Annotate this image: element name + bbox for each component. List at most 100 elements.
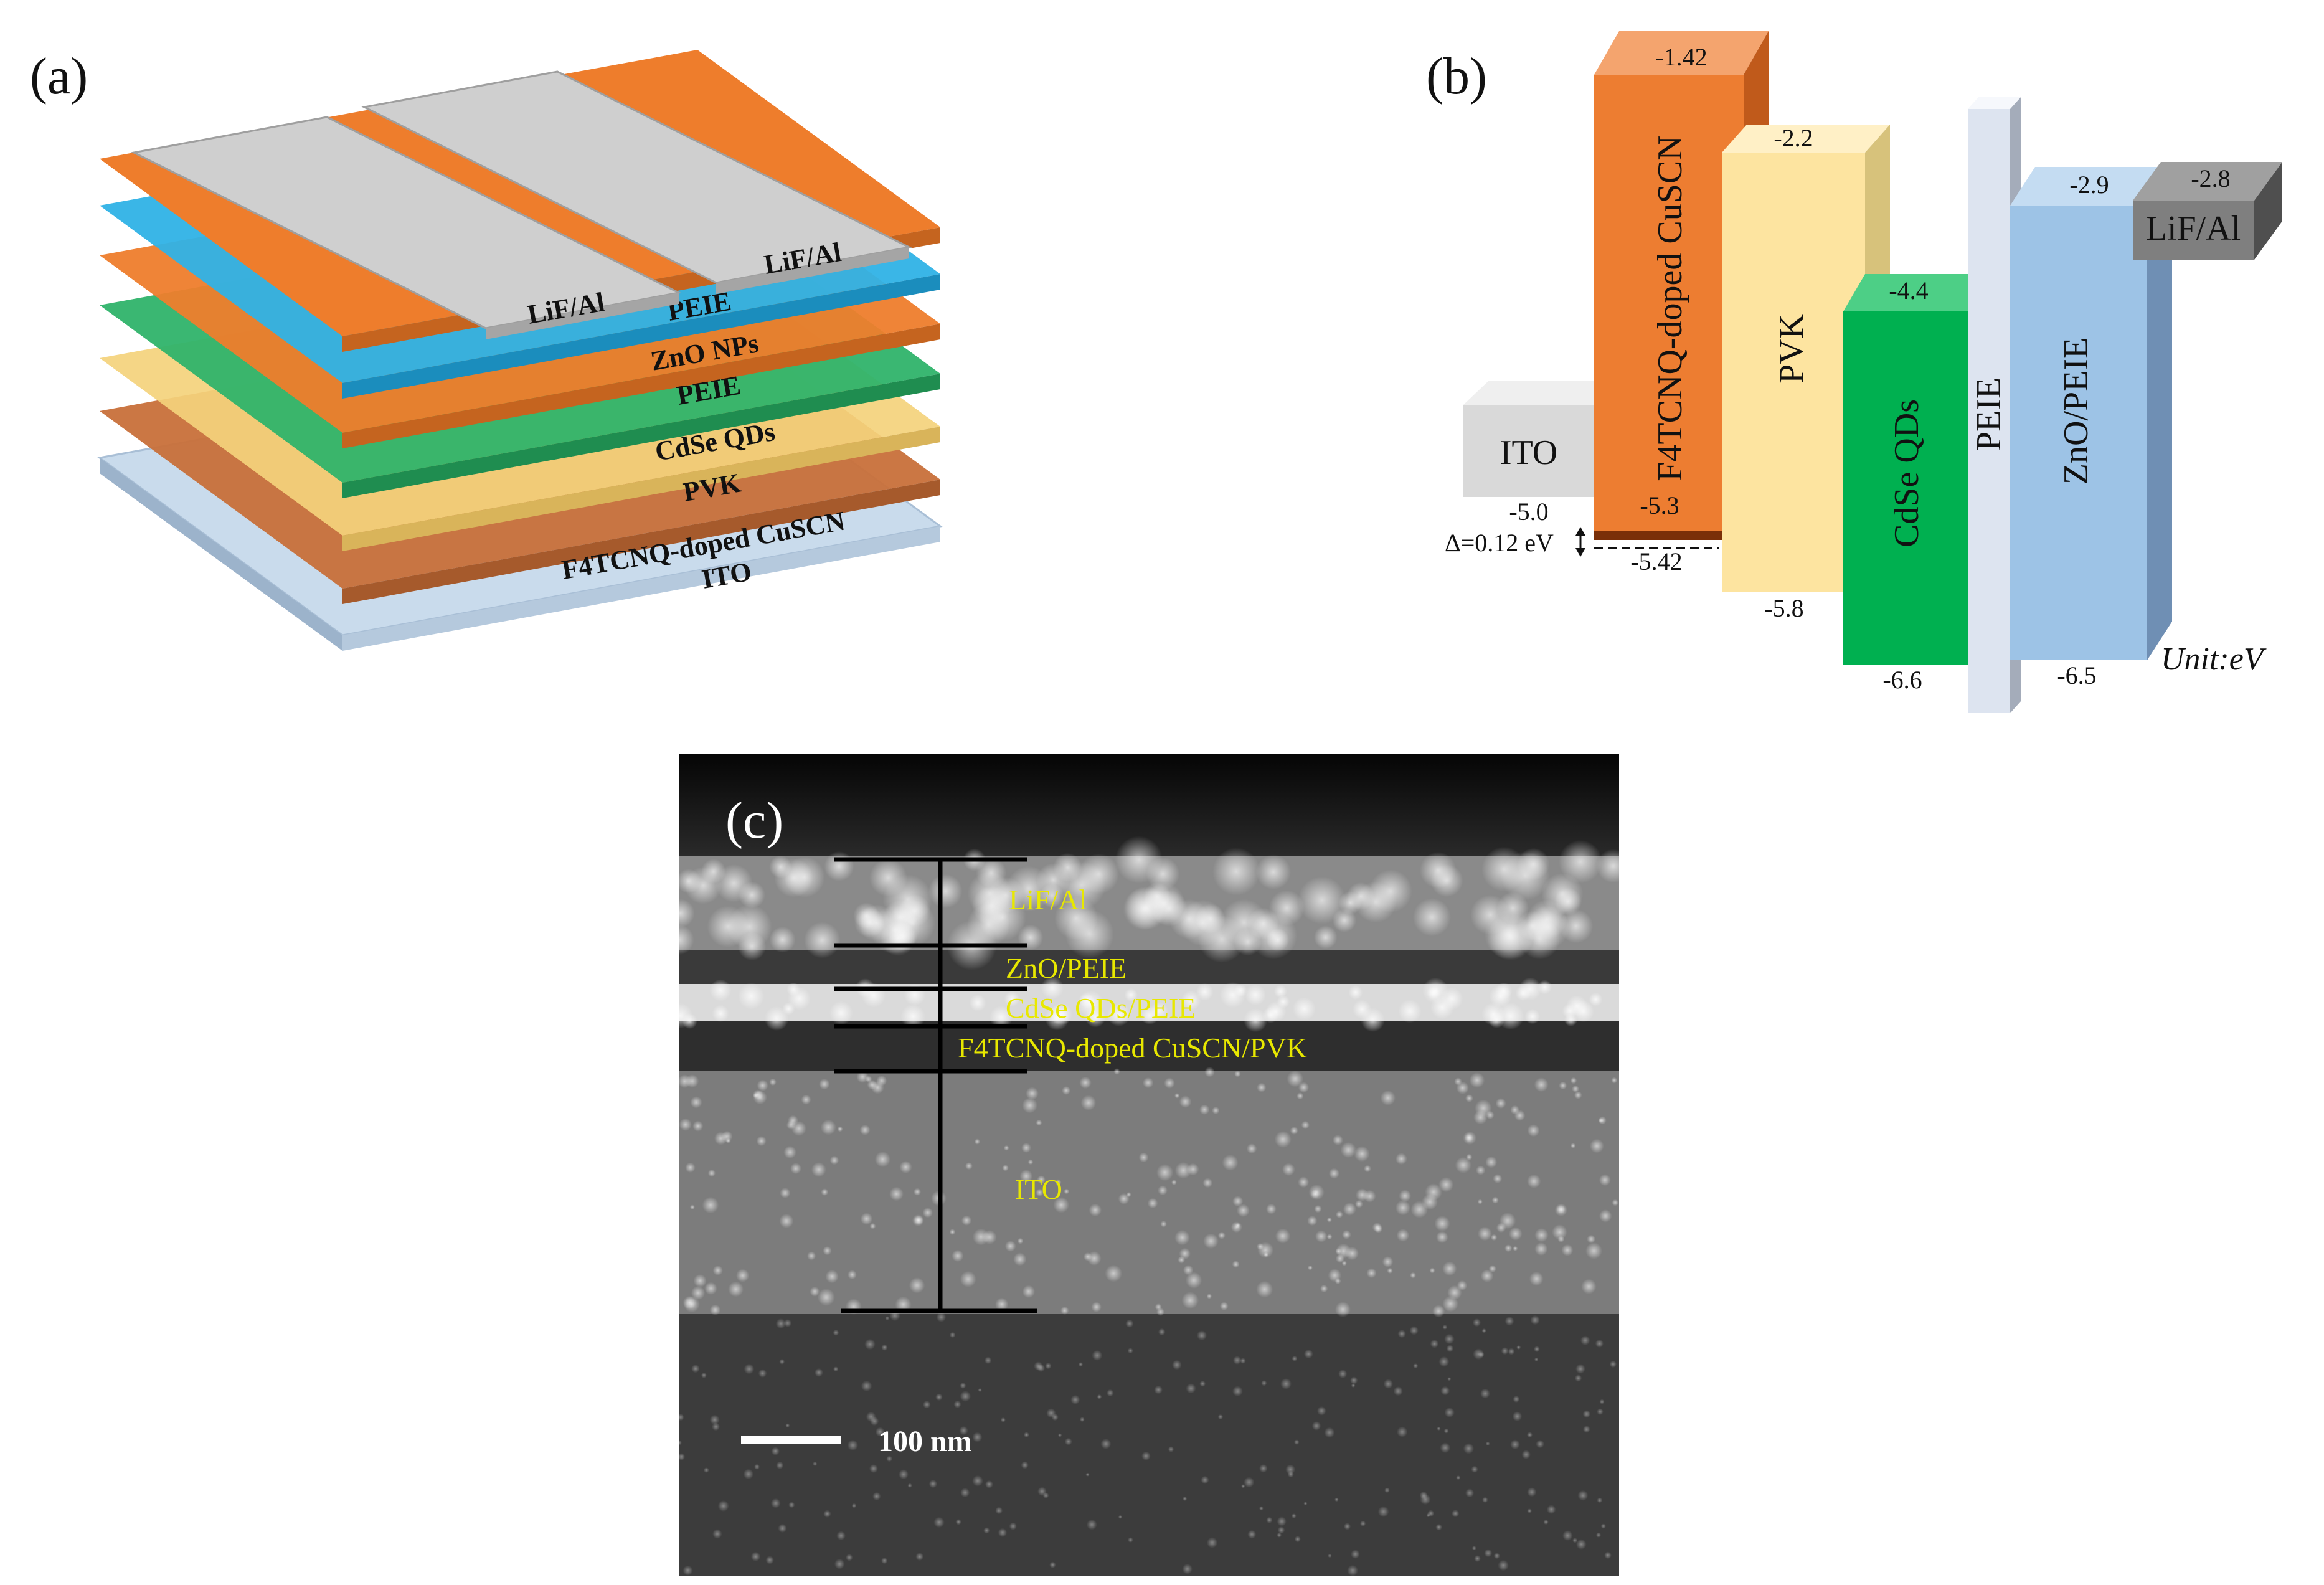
sem-grain <box>1107 1389 1114 1397</box>
sem-grain <box>1475 1099 1492 1117</box>
sem-grain <box>783 1145 796 1159</box>
sem-grain <box>960 1270 976 1287</box>
sem-grain <box>1351 1550 1360 1559</box>
sem-grain <box>861 1380 872 1392</box>
sem-grain <box>1477 1199 1483 1204</box>
sem-grain <box>1347 1564 1359 1576</box>
sem-grain <box>1181 990 1201 1011</box>
sem-grain <box>1123 887 1166 930</box>
sem-grain <box>712 1529 722 1539</box>
sem-grain <box>1326 1217 1332 1223</box>
sem-grain <box>907 1483 912 1488</box>
sem-grain <box>1561 1244 1574 1256</box>
sem-grain <box>1291 1513 1297 1519</box>
sem-grain <box>1473 1348 1485 1360</box>
sem-grain <box>1399 1190 1412 1202</box>
sem-grain <box>1053 853 1082 882</box>
sem-grain <box>1316 1406 1326 1416</box>
sem-grain <box>1004 991 1020 1007</box>
sem-grain <box>1377 1506 1389 1518</box>
sem-grain <box>1480 1269 1494 1282</box>
level-pvk-top: -2.2 <box>1774 124 1813 152</box>
sem-grain <box>813 1461 818 1466</box>
sem-grain <box>1456 1081 1469 1094</box>
sem-grain <box>928 1479 938 1488</box>
sem-grain <box>1596 849 1630 883</box>
sem-grain <box>1206 1537 1218 1548</box>
sem-grain <box>1255 854 1291 890</box>
sem-grain <box>1474 1555 1481 1563</box>
sem-grain <box>1219 1302 1229 1311</box>
sem-grain <box>682 1013 697 1029</box>
sem-grain <box>1292 997 1316 1021</box>
sem-grain <box>1572 1085 1579 1093</box>
sem-grain <box>1600 1523 1606 1529</box>
sem-grain <box>1380 1090 1396 1106</box>
sem-grain <box>1575 1364 1585 1374</box>
sem-grain <box>736 1269 750 1282</box>
sem-grain <box>860 1213 873 1225</box>
sem-grain <box>1171 1180 1177 1185</box>
sem-grain <box>1343 1202 1356 1216</box>
sem-grain <box>1446 1345 1454 1353</box>
sem-grain <box>1097 1394 1102 1399</box>
sem-grain <box>1521 1450 1531 1459</box>
sem-grain <box>1430 1339 1439 1348</box>
sem-grain <box>1143 1077 1154 1089</box>
sem-grain <box>1158 1185 1168 1196</box>
sem-grain <box>923 1400 931 1409</box>
sem-grain <box>960 1488 970 1498</box>
sem-grain <box>1485 1441 1490 1446</box>
sem-grain <box>1237 1204 1250 1218</box>
sem-grain <box>1026 1087 1039 1100</box>
band-name-cuscn: F4TCNQ-doped CuSCN <box>1651 135 1689 481</box>
sem-grain <box>1179 1095 1192 1108</box>
sem-grain <box>1536 1439 1544 1449</box>
sem-grain <box>1245 984 1266 1006</box>
sem-grain <box>1334 1497 1339 1502</box>
sem-grain <box>1115 836 1163 884</box>
sem-grain <box>1234 984 1247 997</box>
sem-grain <box>1366 1268 1377 1279</box>
sem-grain <box>867 1079 877 1090</box>
band-lifal: -2.8 LiF/Al <box>2133 162 2282 260</box>
sem-grain <box>1232 1261 1240 1268</box>
sem-grain <box>1105 1264 1122 1282</box>
sem-grain <box>775 1318 786 1329</box>
level-ito-bottom: -5.0 <box>1509 498 1548 526</box>
sem-grain <box>727 904 772 950</box>
sem-grain <box>1576 1539 1587 1550</box>
sem-grain <box>1004 1241 1016 1252</box>
sem-grain <box>1294 1536 1301 1543</box>
sem-grain <box>859 1124 871 1135</box>
sem-grain <box>1369 869 1412 913</box>
sem-grain <box>1484 1549 1493 1558</box>
sem-grain <box>1273 985 1287 998</box>
sem-grain <box>786 982 800 996</box>
sem-grain <box>1419 851 1457 889</box>
sem-grain <box>1203 1233 1219 1249</box>
sem-grain <box>899 1469 909 1480</box>
sem-grain <box>1552 1224 1567 1240</box>
sem-grain <box>833 1329 839 1336</box>
sem-grain <box>988 877 1024 913</box>
layer-ito-front <box>342 526 940 651</box>
sem-grain <box>1217 1414 1224 1420</box>
sem-grain <box>1232 1386 1243 1397</box>
sem-grain <box>1277 1516 1287 1526</box>
sem-zno-region <box>679 950 1619 984</box>
sem-grain <box>1235 1223 1240 1229</box>
sem-grain <box>770 1498 781 1508</box>
sem-grain <box>765 1556 774 1564</box>
unit-label: Unit:eV <box>2161 641 2267 677</box>
sem-grain <box>1083 1252 1092 1261</box>
sem-grain <box>1546 1505 1556 1514</box>
sem-grain <box>780 1188 791 1198</box>
sem-grain <box>1280 1378 1292 1389</box>
sem-grain <box>1570 1143 1576 1148</box>
sem-grain <box>1178 1256 1186 1264</box>
sem-grain <box>683 1296 700 1313</box>
sem-grain <box>848 1270 857 1280</box>
sem-grain <box>1589 1138 1604 1153</box>
sem-grain <box>1326 1234 1333 1240</box>
